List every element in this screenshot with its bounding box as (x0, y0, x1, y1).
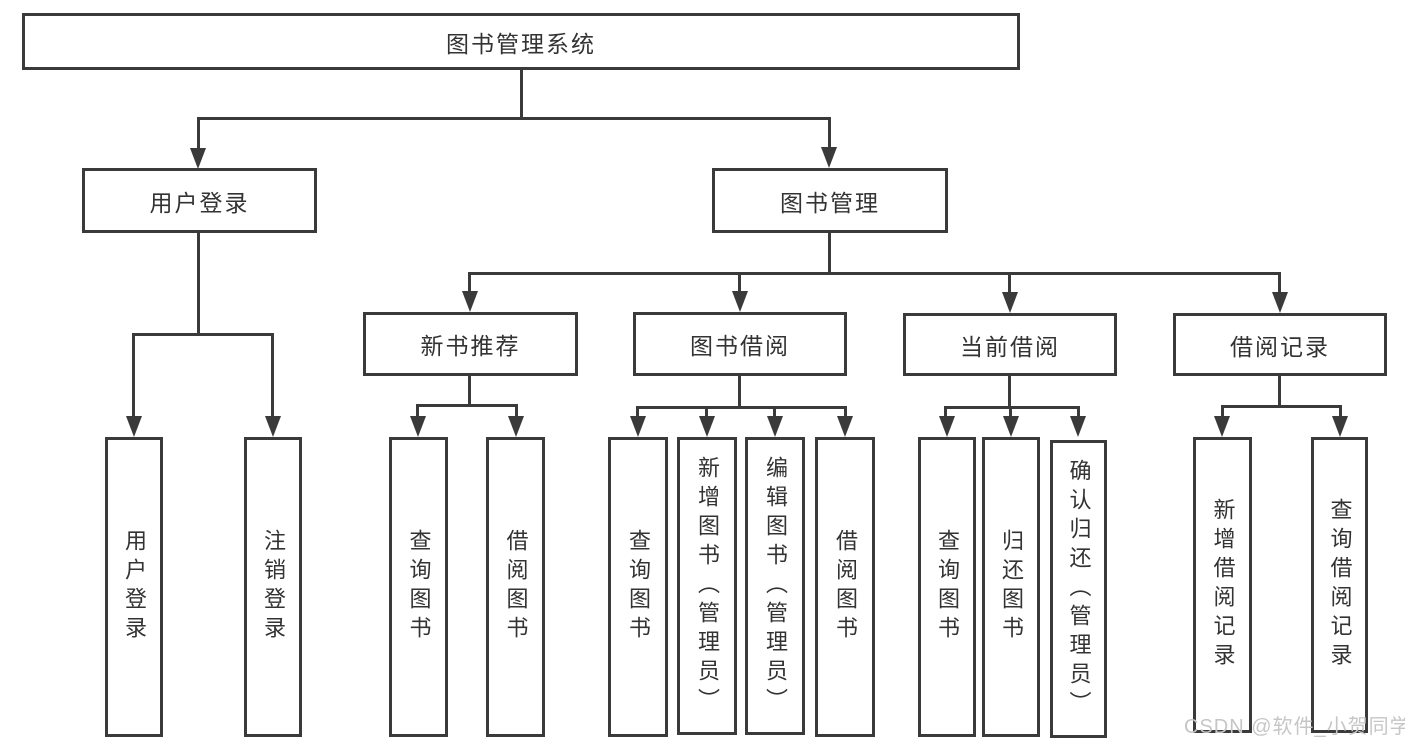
connector-line (271, 333, 274, 419)
leaf-logout: 注销登录 (244, 437, 302, 737)
node-borrow-records: 借阅记录 (1173, 313, 1387, 376)
leaf-edit-books-admin: 编辑图书（管理员） (745, 437, 805, 735)
connector-line (1009, 406, 1012, 419)
connector-line (1221, 405, 1342, 408)
connector-line (468, 376, 471, 407)
leaf-query-books-3-label: 查询图书 (935, 529, 960, 645)
leaf-user-login-label: 用户登录 (122, 529, 147, 645)
connector-line (844, 406, 847, 419)
node-borrow-records-label: 借阅记录 (1230, 333, 1330, 360)
arrow-down-icon (1272, 292, 1288, 313)
connector-line (636, 406, 847, 409)
connector-line (416, 404, 419, 419)
leaf-borrow-books-1: 借阅图书 (486, 437, 545, 737)
leaf-return-books: 归还图书 (982, 437, 1040, 737)
arrow-down-icon (767, 416, 783, 437)
leaf-user-login: 用户登录 (105, 437, 163, 737)
arrow-down-icon (508, 416, 524, 437)
connector-line (828, 117, 831, 152)
connector-line (197, 233, 200, 336)
arrow-down-icon (939, 416, 955, 437)
connector-line (1008, 272, 1011, 296)
leaf-query-books-1-label: 查询图书 (406, 529, 432, 645)
leaf-logout-label: 注销登录 (261, 529, 286, 645)
leaf-confirm-return-admin: 确认归还（管理员） (1050, 440, 1107, 738)
connector-line (944, 406, 947, 419)
connector-line (197, 117, 831, 120)
node-root-system: 图书管理系统 (22, 13, 1020, 70)
leaf-query-borrow-record-label: 查询借阅记录 (1327, 498, 1353, 672)
node-user-login: 用户登录 (82, 168, 317, 233)
leaf-borrow-books-1-label: 借阅图书 (503, 529, 529, 645)
arrow-down-icon (1070, 416, 1086, 437)
node-book-borrow-label: 图书借阅 (690, 333, 790, 359)
arrow-down-icon (630, 416, 646, 437)
arrow-down-icon (410, 416, 426, 437)
arrow-down-icon (1332, 416, 1348, 437)
leaf-confirm-return-admin-label: 确认归还（管理员） (1066, 458, 1092, 720)
connector-line (738, 376, 741, 409)
leaf-add-books-admin-label: 新增图书（管理员） (695, 455, 720, 717)
arrow-down-icon (1214, 416, 1230, 437)
arrow-down-icon (837, 416, 853, 437)
connector-line (197, 117, 200, 153)
connector-line (520, 69, 523, 120)
leaf-return-books-label: 归还图书 (999, 529, 1024, 645)
arrow-down-icon (1003, 416, 1019, 437)
leaf-borrow-books-2-label: 借阅图书 (833, 529, 858, 645)
node-new-book-recommend: 新书推荐 (363, 312, 578, 376)
leaf-edit-books-admin-label: 编辑图书（管理员） (763, 455, 788, 717)
connector-line (468, 272, 1281, 275)
connector-line (1077, 406, 1080, 419)
leaf-add-borrow-record: 新增借阅记录 (1193, 437, 1252, 733)
node-book-mgmt: 图书管理 (712, 168, 948, 233)
arrow-down-icon (462, 291, 478, 312)
arrow-down-icon (265, 416, 281, 437)
leaf-borrow-books-2: 借阅图书 (815, 437, 875, 737)
connector-line (828, 233, 831, 275)
node-current-borrow: 当前借阅 (903, 313, 1117, 376)
connector-line (738, 272, 741, 296)
connector-line (132, 333, 274, 336)
arrow-down-icon (126, 416, 142, 437)
arrow-down-icon (699, 416, 715, 437)
connector-line (1008, 376, 1011, 409)
leaf-query-borrow-record: 查询借阅记录 (1311, 437, 1368, 733)
connector-line (1278, 376, 1281, 408)
arrow-down-icon (821, 147, 837, 168)
connector-line (132, 333, 135, 419)
node-new-book-label: 新书推荐 (420, 333, 521, 359)
connector-line (944, 406, 1080, 409)
node-root-label: 图书管理系统 (446, 30, 596, 57)
connector-line (705, 406, 708, 419)
leaf-add-borrow-record-label: 新增借阅记录 (1210, 498, 1236, 672)
leaf-add-books-admin: 新增图书（管理员） (677, 437, 737, 735)
leaf-query-books-3: 查询图书 (918, 437, 976, 737)
arrow-down-icon (190, 148, 206, 169)
connector-line (468, 272, 471, 296)
node-book-mgmt-label: 图书管理 (780, 189, 880, 216)
leaf-query-books-2-label: 查询图书 (626, 529, 651, 645)
connector-line (1221, 405, 1224, 419)
connector-line (515, 404, 518, 419)
connector-line (773, 406, 776, 419)
connector-line (636, 406, 639, 419)
connector-line (416, 404, 518, 407)
node-user-login-label: 用户登录 (149, 189, 250, 216)
csdn-watermark: CSDN @软件_小贺同学 (1184, 716, 1405, 738)
node-book-borrow: 图书借阅 (633, 312, 847, 376)
arrow-down-icon (732, 291, 748, 312)
node-current-borrow-label: 当前借阅 (960, 333, 1060, 360)
connector-line (1339, 405, 1342, 419)
leaf-query-books-2: 查询图书 (608, 437, 668, 737)
leaf-query-books-1: 查询图书 (389, 437, 448, 737)
arrow-down-icon (1002, 292, 1018, 313)
connector-line (1278, 272, 1281, 296)
